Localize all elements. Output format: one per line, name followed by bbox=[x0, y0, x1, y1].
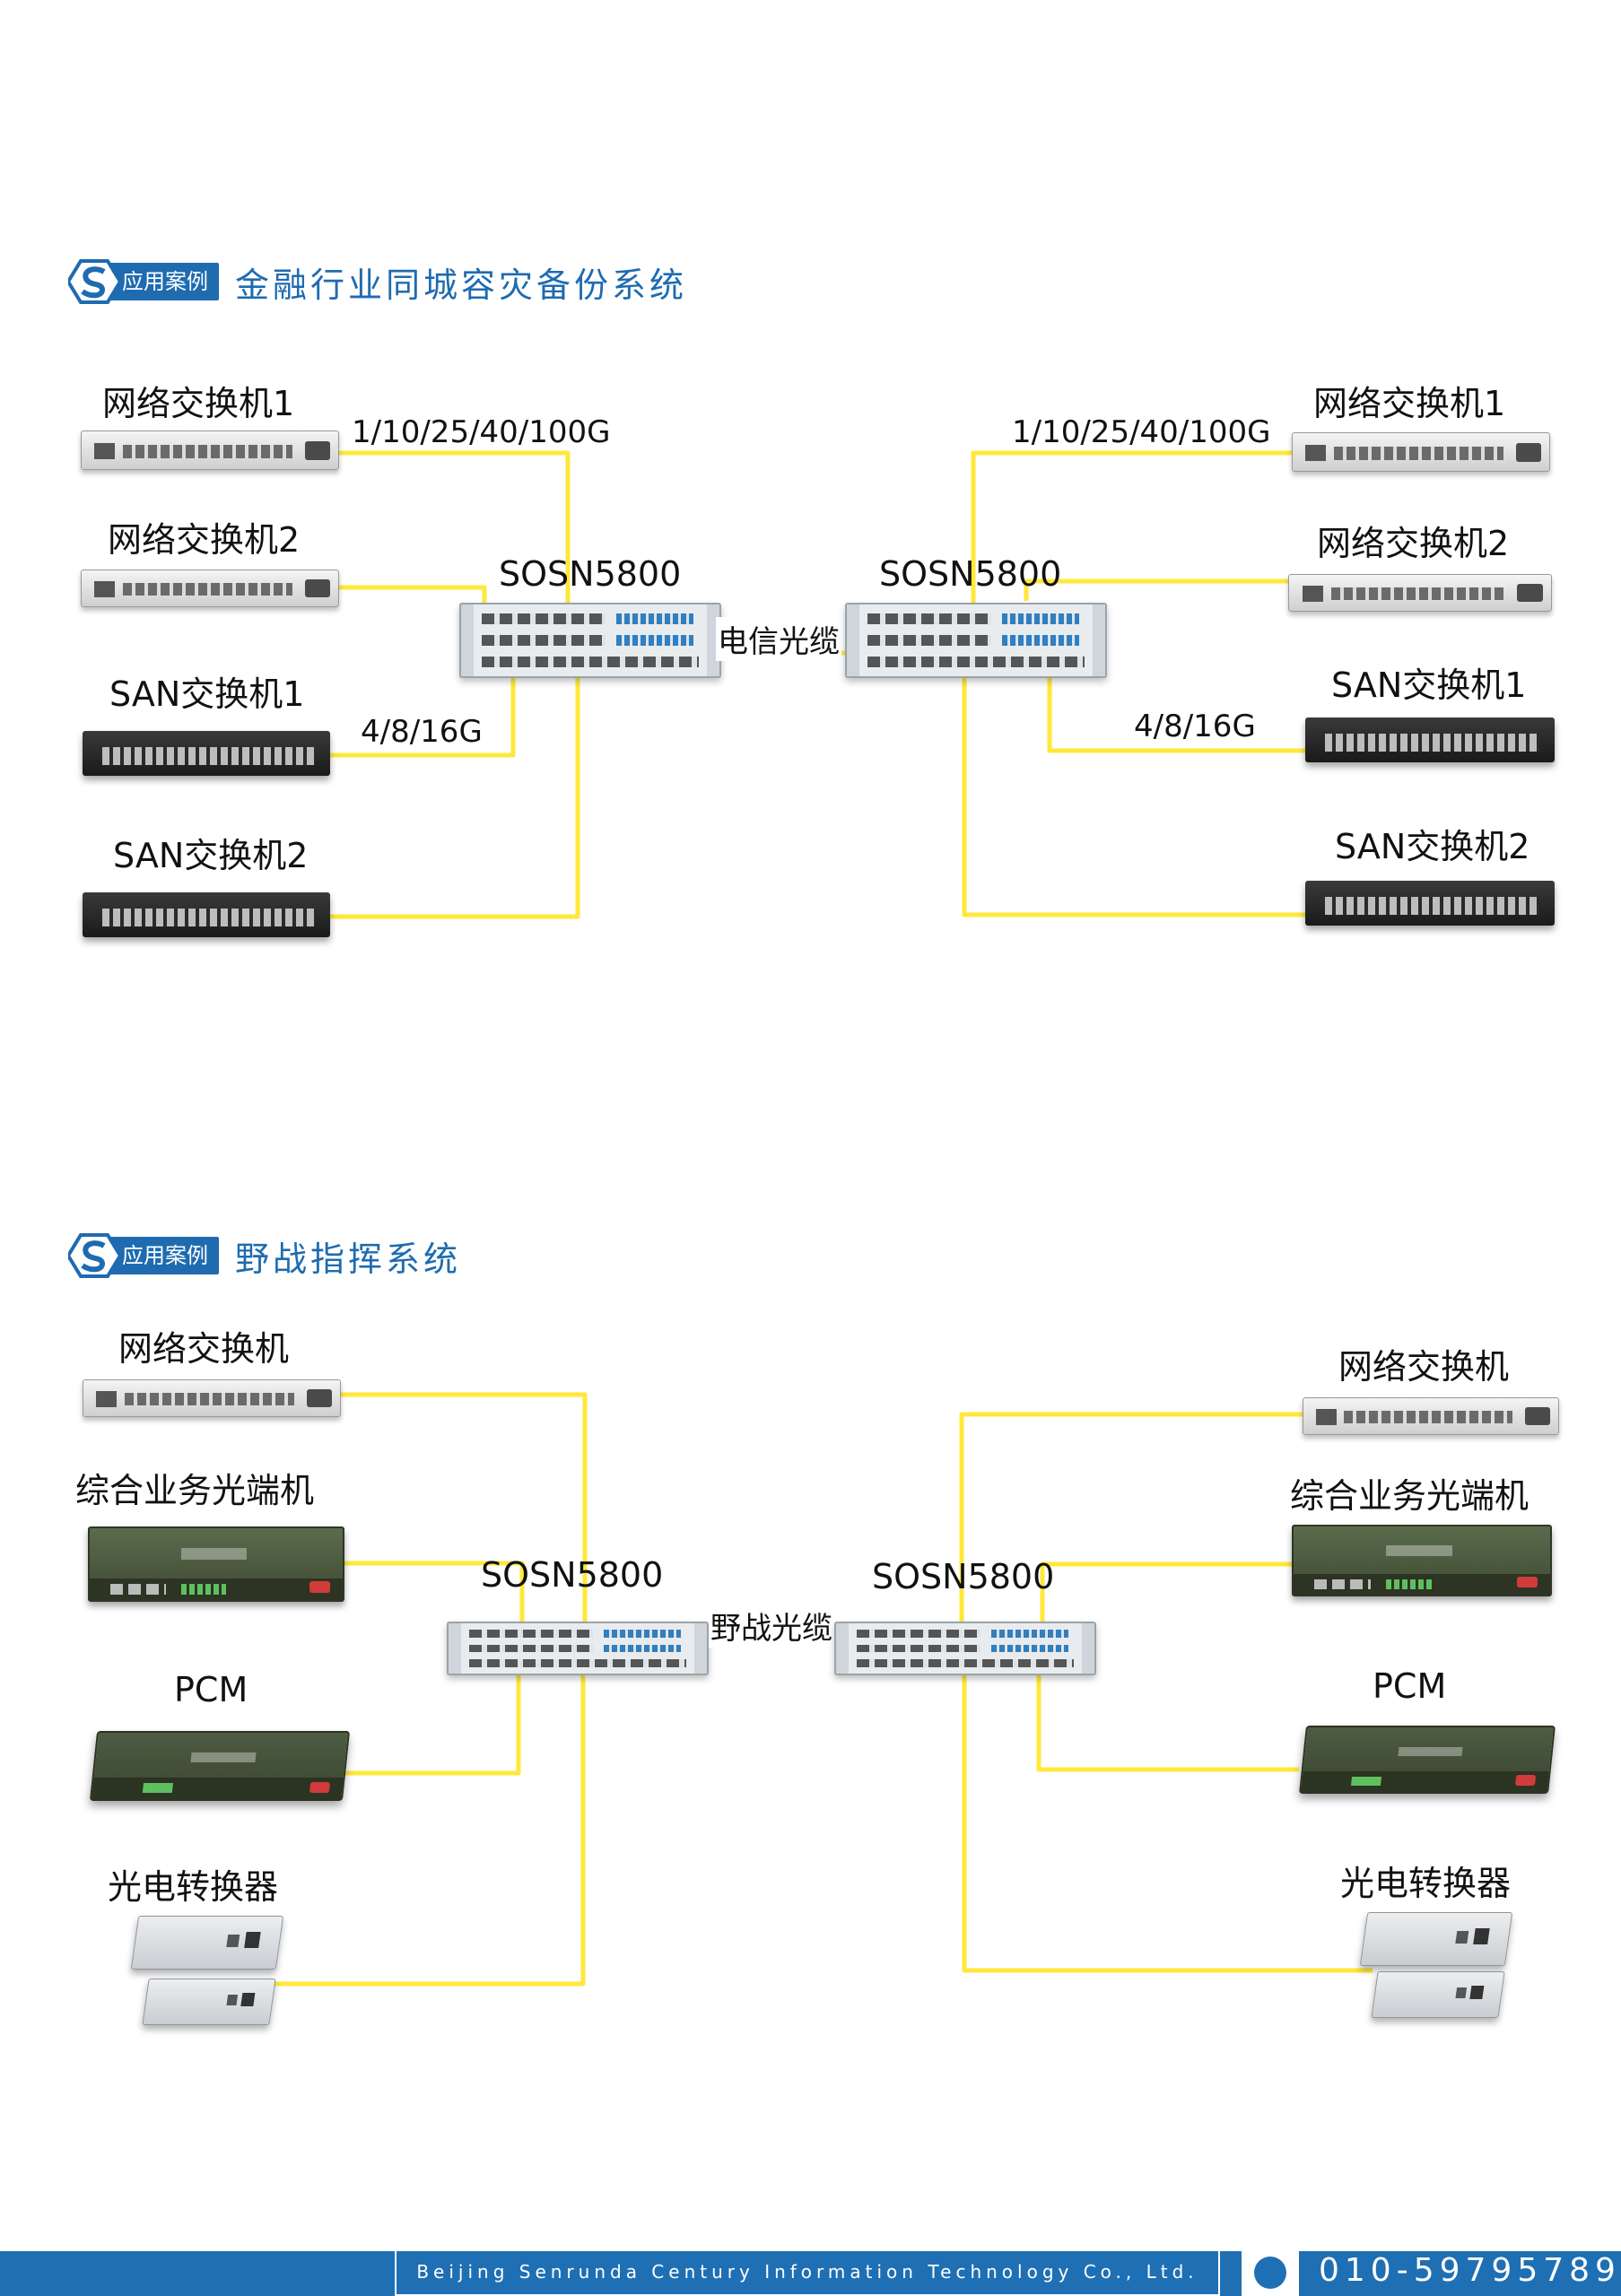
sosn5800-s2-left bbox=[447, 1622, 709, 1675]
label-s1-left-san2: SAN交换机2 bbox=[113, 836, 309, 875]
media-converter-s2-left-bottom bbox=[142, 1979, 276, 2025]
network-switch-s1-right-2 bbox=[1288, 574, 1552, 612]
cable-s2-right-conv bbox=[962, 1668, 1373, 1973]
label-s1-right-net1: 网络交换机1 bbox=[1313, 384, 1506, 423]
pcm-device-s2-left bbox=[89, 1731, 351, 1801]
optical-terminal-s2-right bbox=[1292, 1525, 1552, 1596]
cable-s2-left-net bbox=[339, 1392, 588, 1625]
footer-phone: 010-59795789 bbox=[1319, 2252, 1621, 2289]
san-switch-s1-right-1 bbox=[1305, 718, 1555, 762]
cable-s2-right-pcm bbox=[1036, 1668, 1299, 1772]
cable-s1-right-net1 bbox=[971, 450, 1292, 603]
rate-label-s1-left-fc: 4/8/16G bbox=[359, 714, 484, 750]
sosn5800-s1-left bbox=[459, 603, 721, 678]
company-logo-icon bbox=[68, 1233, 120, 1278]
label-s2-left-node: SOSN5800 bbox=[481, 1555, 664, 1595]
label-s1-left-node: SOSN5800 bbox=[499, 554, 682, 594]
section-title: 金融行业同城容灾备份系统 bbox=[235, 265, 688, 305]
cable-lines bbox=[269, 450, 1373, 1987]
rate-label-s1-right-eth: 1/10/25/40/100G bbox=[1010, 414, 1273, 450]
label-s2-left-otb: 综合业务光端机 bbox=[75, 1471, 315, 1510]
sosn5800-s2-right bbox=[834, 1622, 1096, 1675]
footer-bar: Beijing Senrunda Century Information Tec… bbox=[0, 2251, 1621, 2296]
label-s1-right-node: SOSN5800 bbox=[879, 554, 1062, 594]
label-s2-right-node: SOSN5800 bbox=[872, 1557, 1055, 1596]
label-s1-right-san1: SAN交换机1 bbox=[1331, 665, 1527, 705]
cable-s2-left-pcm bbox=[341, 1668, 521, 1776]
label-s2-right-net: 网络交换机 bbox=[1338, 1347, 1510, 1387]
pcm-device-s2-right bbox=[1299, 1726, 1556, 1794]
label-s2-left-net: 网络交换机 bbox=[118, 1329, 290, 1369]
network-switch-s1-left-1 bbox=[81, 430, 339, 470]
label-s1-left-san1: SAN交换机1 bbox=[109, 674, 305, 714]
company-logo-icon bbox=[68, 259, 120, 304]
label-s2-right-conv: 光电转换器 bbox=[1340, 1864, 1512, 1903]
case-badge: 应用案例 bbox=[68, 259, 221, 304]
cable-s2-left-otb bbox=[341, 1561, 525, 1625]
link-label-s2: 野战光缆 bbox=[709, 1604, 834, 1648]
media-converter-s2-left-top bbox=[130, 1916, 284, 1970]
network-switch-s2-left bbox=[83, 1379, 341, 1417]
footer-company: Beijing Senrunda Century Information Tec… bbox=[395, 2251, 1220, 2296]
cable-s1-right-san1 bbox=[1047, 665, 1305, 753]
case-badge: 应用案例 bbox=[68, 1233, 221, 1278]
label-s2-left-pcm: PCM bbox=[174, 1670, 248, 1709]
network-switch-s1-left-2 bbox=[81, 570, 339, 607]
label-s1-left-net1: 网络交换机1 bbox=[102, 384, 295, 423]
sosn5800-s1-right bbox=[845, 603, 1107, 678]
section-header-finance: 应用案例 金融行业同城容灾备份系统 bbox=[68, 255, 687, 309]
optical-terminal-s2-left bbox=[88, 1526, 344, 1602]
label-s2-left-conv: 光电转换器 bbox=[108, 1867, 279, 1907]
label-s2-right-pcm: PCM bbox=[1373, 1666, 1447, 1706]
label-s1-left-net2: 网络交换机2 bbox=[108, 520, 301, 560]
case-badge-label: 应用案例 bbox=[122, 1243, 208, 1268]
san-switch-s1-left-2 bbox=[83, 892, 330, 937]
san-switch-s1-right-2 bbox=[1305, 881, 1555, 926]
label-s2-right-otb: 综合业务光端机 bbox=[1290, 1476, 1529, 1516]
cable-s2-right-otb bbox=[1040, 1561, 1292, 1625]
link-label-s1: 电信光缆 bbox=[716, 617, 841, 661]
cable-s1-left-san2 bbox=[330, 665, 580, 919]
phone-icon bbox=[1254, 2257, 1286, 2289]
label-s1-right-san2: SAN交换机2 bbox=[1335, 827, 1530, 866]
san-switch-s1-left-1 bbox=[83, 731, 330, 776]
cable-s1-left-san1 bbox=[330, 655, 516, 758]
cable-s2-right-net bbox=[959, 1412, 1303, 1625]
section-title: 野战指挥系统 bbox=[235, 1239, 462, 1279]
cable-s2-left-conv bbox=[269, 1668, 586, 1987]
cable-s1-right-san2 bbox=[962, 671, 1305, 918]
case-badge-label: 应用案例 bbox=[122, 269, 208, 294]
label-s1-right-net2: 网络交换机2 bbox=[1317, 524, 1510, 563]
rate-label-s1-left-eth: 1/10/25/40/100G bbox=[350, 414, 613, 450]
section-header-field: 应用案例 野战指挥系统 bbox=[68, 1229, 461, 1283]
media-converter-s2-right-bottom bbox=[1371, 1971, 1505, 2018]
cable-s1-left-net1 bbox=[337, 450, 571, 603]
network-switch-s2-right bbox=[1303, 1397, 1559, 1435]
rate-label-s1-right-fc: 4/8/16G bbox=[1132, 709, 1258, 744]
cable-s1-right-net2 bbox=[1024, 578, 1288, 601]
network-switch-s1-right-1 bbox=[1292, 432, 1550, 472]
media-converter-s2-right-top bbox=[1359, 1912, 1513, 1966]
